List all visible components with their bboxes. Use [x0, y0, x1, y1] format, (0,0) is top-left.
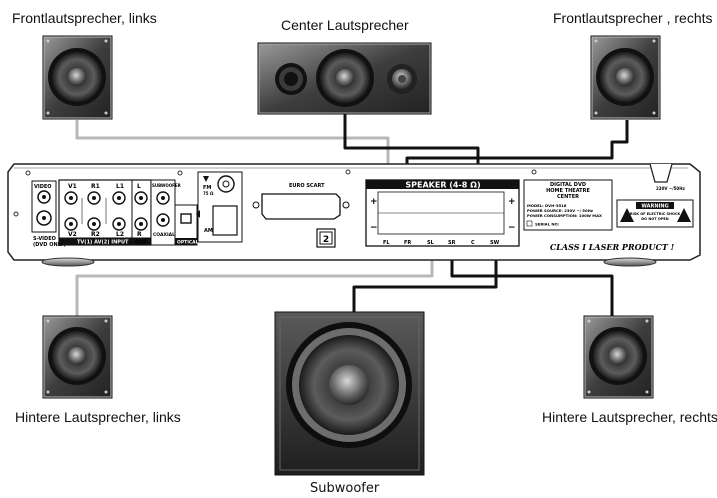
r1-label: R1: [91, 183, 100, 190]
warning-text-1: RISK OF ELECTRIC SHOCK: [630, 212, 681, 216]
warning-text-2: DO NOT OPEN: [641, 217, 669, 221]
term-fl: FL: [383, 240, 390, 246]
term-fr: FR: [404, 240, 411, 246]
coaxial-label: COAXIAL: [153, 232, 175, 238]
power-source-text: POWER SOURCE: 230V ~/ 50Hz: [527, 208, 594, 213]
foot-left: [41, 257, 95, 267]
mains-label: 230V ~/50Hz: [656, 186, 686, 191]
fm-label: FM: [203, 185, 211, 191]
l2-label: L2: [116, 231, 124, 238]
minus-left: −: [370, 223, 378, 233]
warning-title: WARNING: [641, 204, 668, 210]
rear-right-label: Hintere Lautsprecher, rechts: [542, 409, 717, 425]
dvd-only-label: (DVD ONLY): [33, 242, 66, 248]
speaker-block-label: SPEAKER (4-8 Ω): [405, 181, 480, 190]
plus-right: +: [508, 197, 516, 207]
title-line-1: DIGITAL DVD: [550, 182, 586, 188]
minus-right: −: [508, 223, 516, 233]
euro-scart-label: EURO SCART: [289, 183, 325, 189]
r2-label: R2: [91, 231, 100, 238]
subwoofer-out-label: SUBWOOFER: [152, 183, 181, 188]
video-label: VIDEO: [34, 184, 52, 190]
out-label: OUT: [135, 240, 147, 246]
product-info-label: [523, 179, 613, 231]
power-consumption-text: POWER CONSUMPTION: 100W MAX: [527, 213, 602, 218]
out-r-label: R: [137, 231, 142, 238]
svideo-label: S-VIDEO: [33, 236, 56, 242]
term-sl: SL: [427, 240, 435, 246]
subwoofer-label: Subwoofer: [310, 481, 380, 496]
foot-right: [603, 257, 657, 267]
class-two-symbol: [316, 228, 336, 248]
front-right-speaker: [590, 35, 661, 120]
l1-label: L1: [116, 183, 124, 190]
center-speaker: [257, 42, 432, 115]
rear-left-speaker: [42, 315, 113, 399]
euro-scart-port[interactable]: [261, 193, 341, 220]
front-right-label: Frontlautsprecher , rechts: [553, 10, 713, 26]
rear-left-label: Hintere Lautsprecher, links: [15, 409, 181, 425]
term-c: C: [471, 240, 475, 246]
term-sr: SR: [448, 240, 456, 246]
front-left-speaker: [42, 35, 113, 120]
title-line-2: HOME THEATRE: [546, 188, 590, 194]
front-left-label: Frontlautsprecher, links: [12, 10, 157, 26]
am-antenna-terminal[interactable]: [212, 205, 238, 236]
svg-text:2: 2: [323, 235, 329, 245]
plus-left: +: [370, 197, 378, 207]
term-sw: SW: [490, 240, 500, 246]
wire-subwoofer: [352, 245, 498, 312]
mains-cord: [649, 163, 673, 183]
title-line-3: CENTER: [557, 194, 579, 200]
serial-text: SERIAL NO:: [535, 222, 560, 227]
optical-label: OPTICAL: [177, 240, 199, 246]
class-laser-label: CLASS I LASER PRODUCT !: [550, 242, 675, 252]
model-text: MODEL: DVH-3516: [527, 203, 567, 208]
optical-port[interactable]: [180, 213, 192, 224]
av-input-label: TV(1) AV(2) INPUT: [77, 240, 129, 246]
fm-sub-label: 75 Ω: [203, 191, 214, 196]
receiver-back-panel: VIDEO S-VIDEO (DVD ONLY) TV(1) AV(2) INP…: [7, 163, 701, 267]
subwoofer-speaker: [274, 311, 425, 476]
am-label: AM: [204, 228, 213, 234]
out-l-label: L: [137, 183, 141, 190]
rear-right-speaker: [583, 315, 654, 399]
v1-label: V1: [68, 183, 77, 190]
center-label: Center Lautsprecher: [281, 17, 409, 33]
warning-bolt-icon: [620, 208, 634, 222]
warning-exclamation-icon: [677, 208, 691, 222]
v2-label: V2: [68, 231, 77, 238]
